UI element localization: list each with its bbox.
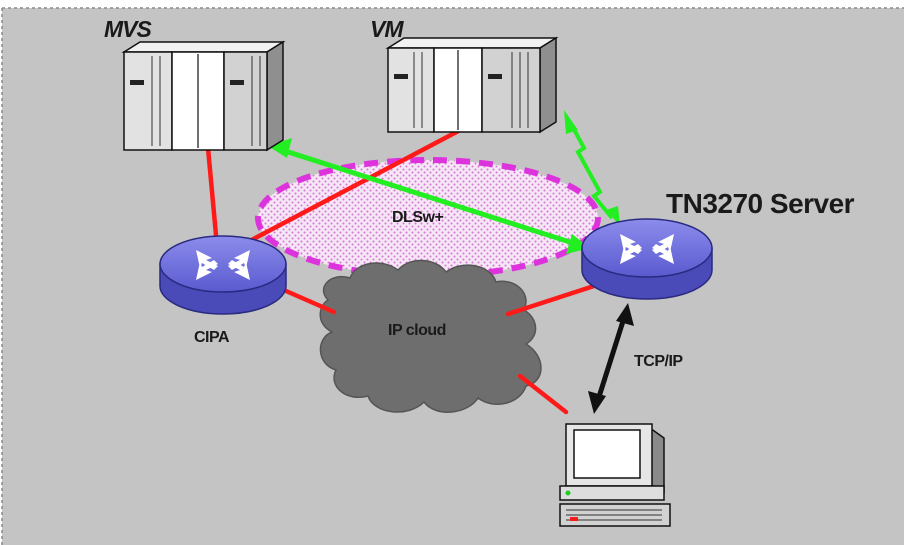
tcpip-arrowhead-down (588, 391, 606, 414)
vm-ribs (413, 52, 529, 128)
mvs-host (121, 40, 286, 152)
cipa-router (159, 235, 287, 315)
vm-host (385, 36, 559, 134)
link-cipa-cloud (283, 288, 337, 315)
mainframe-icon (121, 41, 286, 53)
mvs-label: MVS (104, 16, 153, 42)
cipa-router-top (159, 235, 287, 293)
tcpip-label: TCP/IP (634, 353, 683, 370)
cipa-router-arrows (196, 250, 250, 280)
mvs-front-right (223, 51, 268, 151)
dlsw-arrow-mvs-tn3270 (281, 147, 577, 247)
workstation (559, 423, 671, 527)
vm-front-left (387, 47, 435, 133)
network-links (204, 124, 597, 415)
mvs-panel-right (230, 80, 244, 85)
link-mvs-cipa (204, 134, 220, 249)
mvs-panel-left (130, 80, 144, 85)
tcpip-arrow (588, 303, 634, 414)
terminal-base (559, 485, 665, 501)
cipa-label: CIPA (194, 329, 230, 346)
mvs-ribs (151, 56, 261, 146)
vm-panel-right (488, 74, 502, 79)
tn3270-server-label: TN3270 Server (666, 188, 855, 219)
mainframe-icon (385, 37, 559, 49)
tcpip-arrowhead-up (616, 303, 634, 326)
mvs-side-face (266, 40, 284, 152)
terminal-floppy-slot (570, 517, 578, 521)
tn3270-router (581, 218, 713, 300)
link-vm-cipa (241, 124, 469, 247)
tn3270-router-top (581, 218, 713, 278)
ip-cloud-label: IP cloud (388, 322, 446, 339)
terminal-keys (566, 509, 662, 521)
arrowhead-vm-end (564, 110, 578, 134)
vm-panel-left (394, 74, 408, 79)
vm-front-right (481, 47, 541, 133)
vm-label: VM (370, 16, 404, 42)
mvs-front-left (123, 51, 173, 151)
tn3270-router-arrows (620, 234, 674, 264)
link-cloud-tn3270 (505, 283, 597, 317)
tcpip-arrow-line (595, 317, 627, 401)
vm-side-face (539, 36, 557, 134)
ip-cloud-shape (319, 259, 542, 413)
terminal-power-led (565, 490, 571, 496)
arrowhead-mvs-end (268, 138, 292, 158)
terminal-screen (573, 429, 641, 479)
arrowhead-tn3270-top (606, 206, 620, 226)
dlsw-label: DLSw+ (392, 209, 443, 226)
dlsw-arrow-vm-tn3270 (568, 121, 614, 220)
link-cloud-terminal (517, 373, 569, 415)
